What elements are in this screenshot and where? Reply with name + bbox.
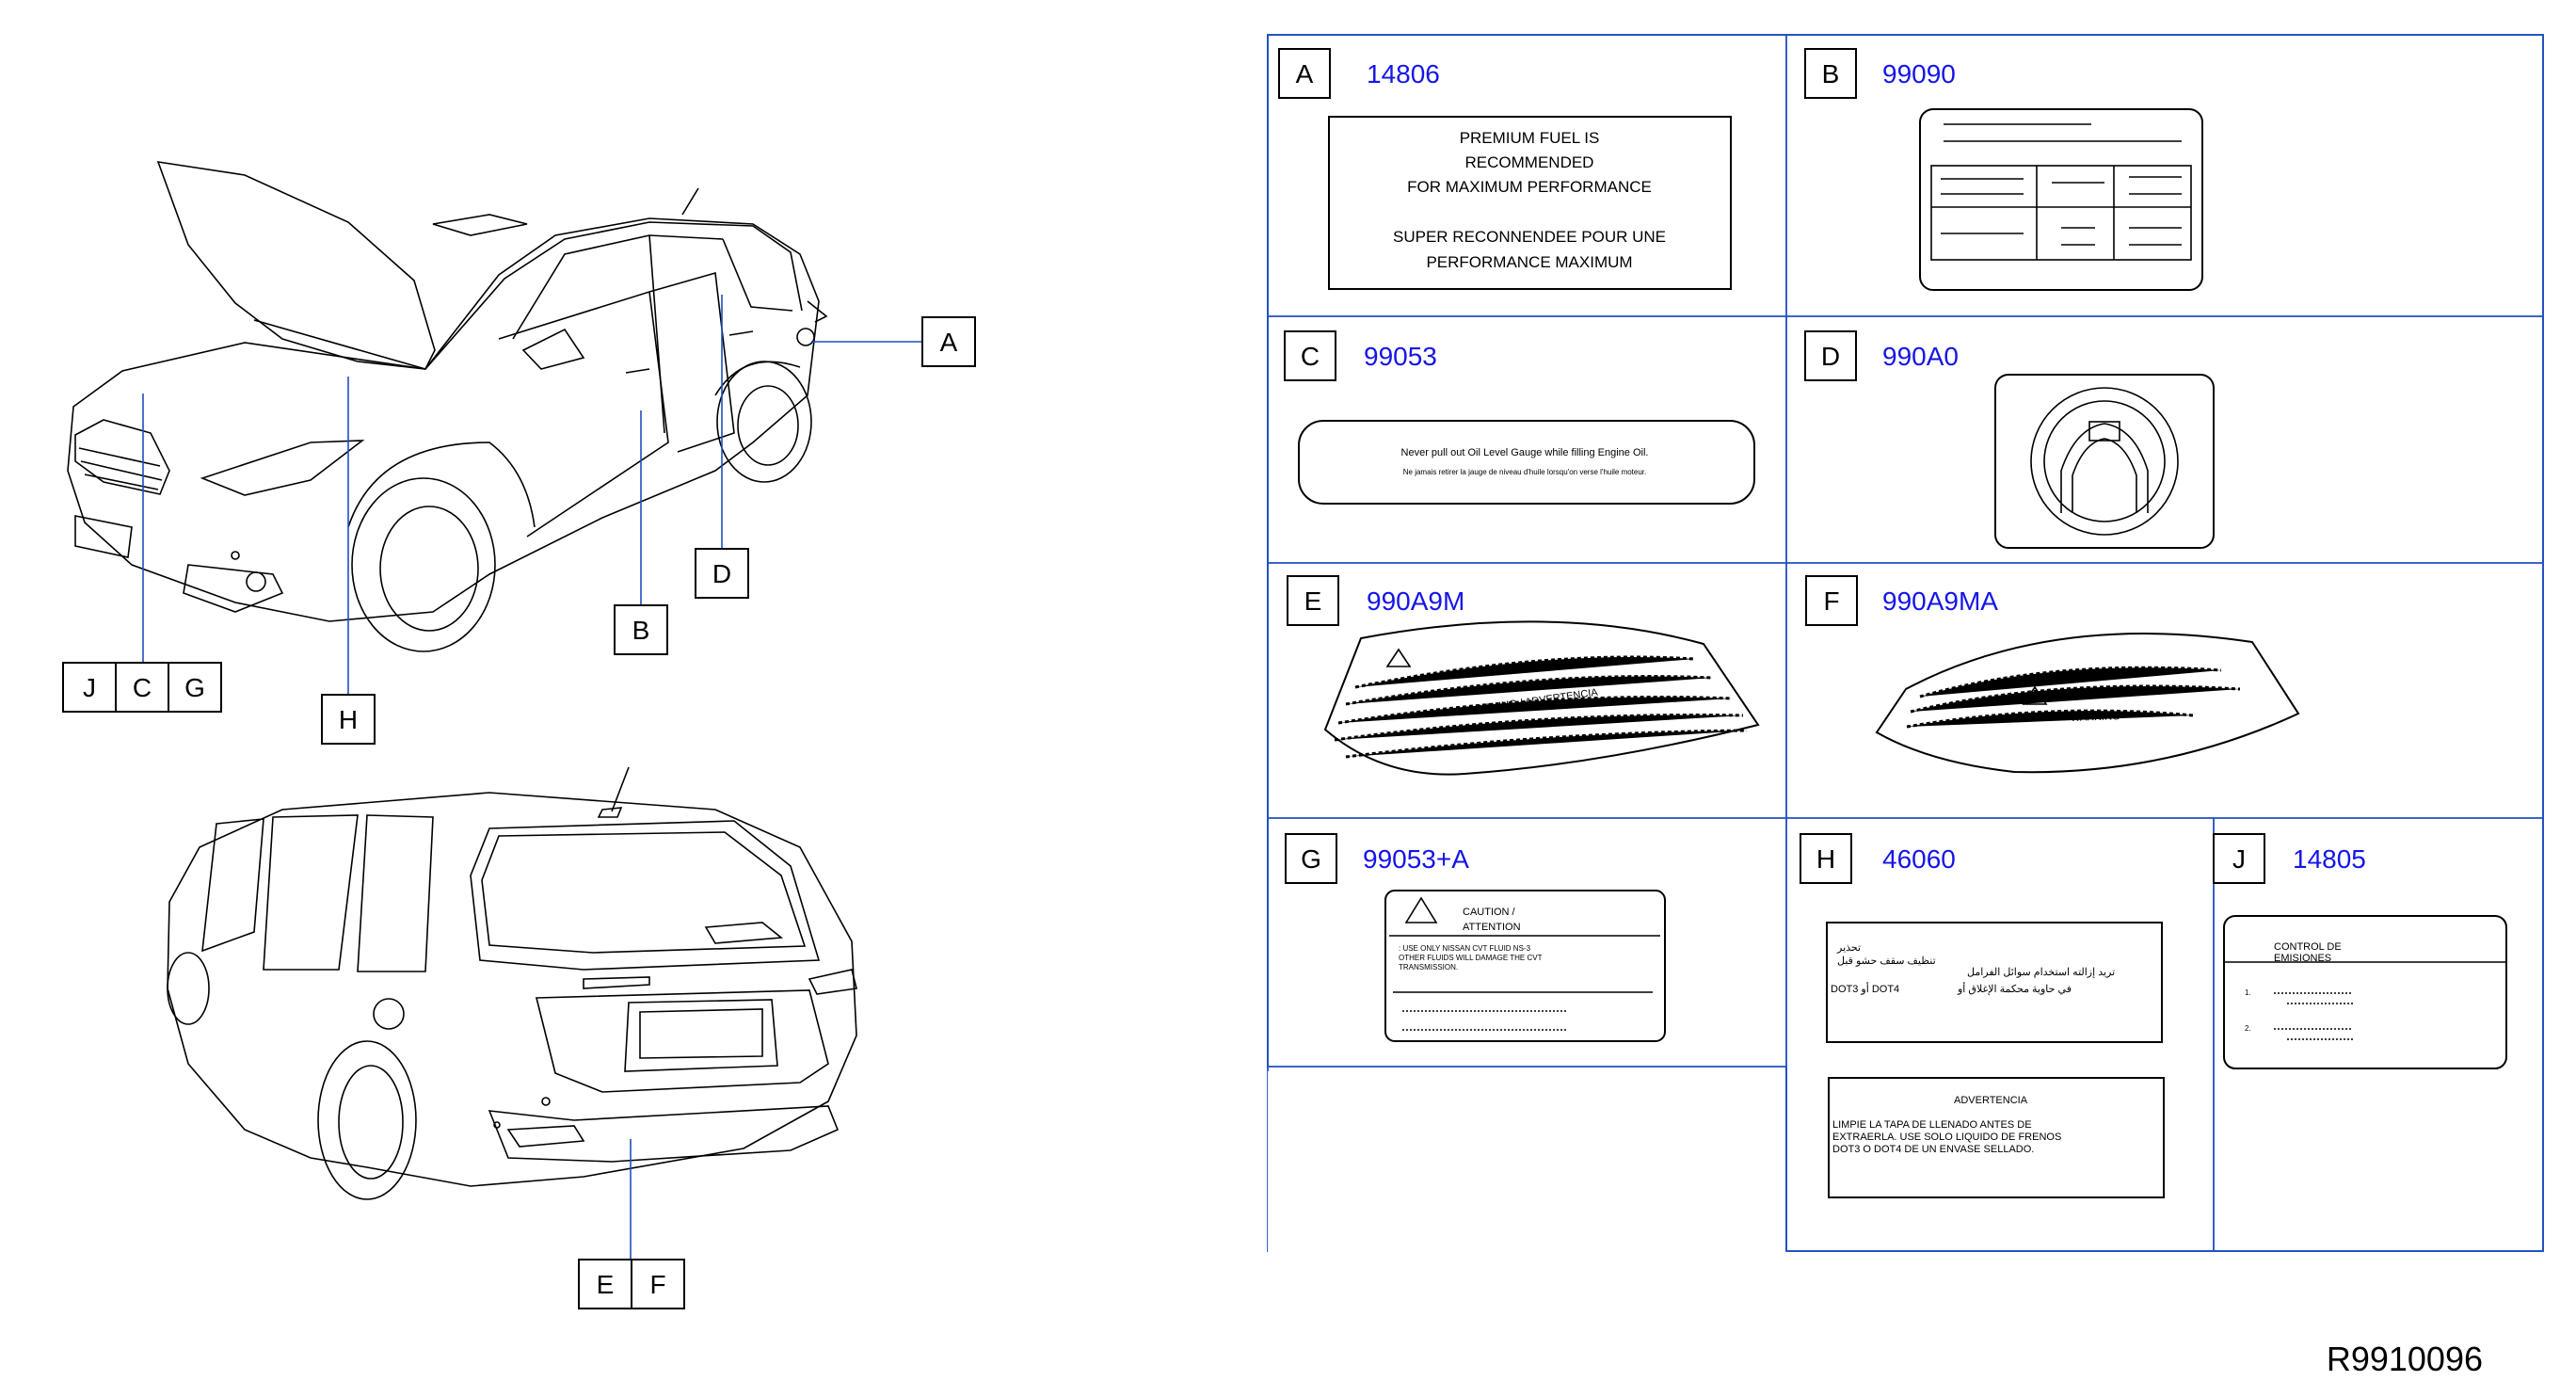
callout-j: J: [83, 673, 96, 702]
callout-e: E: [597, 1270, 615, 1299]
callout-b: B: [632, 616, 650, 645]
label-g-line-2: OTHER FLUIDS WILL DAMAGE THE CVT: [1399, 954, 1543, 962]
cell-a: A 14806 PREMIUM FUEL IS RECOMMENDED FOR …: [1278, 48, 1732, 290]
cell-c: C 99053 Never pull out Oil Level Gauge w…: [1284, 330, 1755, 505]
cell-a-letter: A: [1296, 59, 1314, 88]
cell-d-letter: D: [1821, 342, 1840, 371]
rear-vehicle-drawing: [167, 766, 857, 1200]
cell-e-part-number: 990A9M: [1367, 586, 1464, 616]
callout-c: C: [133, 673, 152, 702]
label-a-line-1: PREMIUM FUEL IS: [1460, 129, 1600, 147]
label-h-es-line-2: EXTRAERLA. USE SOLO LIQUIDO DE FRENOS: [1832, 1132, 2061, 1143]
label-h-ar-1: تحذير: [1836, 942, 1861, 954]
label-a-line-5: PERFORMANCE MAXIMUM: [1426, 253, 1632, 271]
label-j-line-1: CONTROL DE: [2274, 941, 2342, 953]
label-e-text-lines: [1334, 655, 1748, 759]
callouts: A B D H J C G E F: [62, 316, 976, 1309]
diagram-id: R9910096: [2327, 1340, 2483, 1378]
oil-cap-icon: [2030, 387, 2179, 536]
label-h-ar-4: في حاوية محكمة الإغلاق أو: [1957, 982, 2072, 995]
label-a-line-2: RECOMMENDED: [1465, 153, 1594, 171]
label-h-es-line-1: LIMPIE LA TAPA DE LLENADO ANTES DE: [1832, 1119, 2032, 1131]
cell-c-part-number: 99053: [1364, 342, 1437, 371]
label-a-line-4: SUPER RECONNENDEE POUR UNE: [1393, 228, 1666, 246]
label-b-table: [1919, 108, 2203, 291]
cell-j-letter: J: [2232, 844, 2246, 874]
cell-b: B 99090: [1804, 48, 2203, 291]
label-h-ar-2: تنظيف سقف حشو قبل: [1837, 955, 1936, 967]
cell-e: E 990A9M WARNING / ADVERTENCIA: [1287, 575, 1760, 776]
cell-a-part-number: 14806: [1367, 59, 1440, 88]
front-vehicle-drawing: [67, 161, 828, 652]
label-c-line-2: Ne jamais retirer la jauge de niveau d'h…: [1403, 468, 1647, 476]
cell-b-letter: B: [1822, 59, 1840, 88]
label-j-item-1: 1.: [2245, 988, 2251, 997]
cell-f-letter: F: [1823, 586, 1839, 616]
cell-g-letter: G: [1301, 844, 1321, 874]
label-a-line-3: FOR MAXIMUM PERFORMANCE: [1407, 178, 1652, 196]
cell-j: J 14805 CONTROL DE EMISIONES 1. 2.: [2213, 833, 2507, 1069]
label-h-ar-3: تريد إزالته استخدام سوائل الفرامل: [1967, 967, 2115, 978]
cell-g: G 99053+A CAUTION / ATTENTION : USE ONLY…: [1285, 833, 1666, 1042]
label-j-item-2: 2.: [2245, 1024, 2251, 1033]
leader-lines: [142, 295, 922, 1261]
cell-b-part-number: 99090: [1882, 59, 1956, 88]
cell-h-part-number: 46060: [1882, 844, 1956, 874]
cell-h: H 46060 تحذير تنظيف سقف حشو قبل تريد إزا…: [1800, 833, 2165, 1198]
warning-triangle-icon: [1404, 896, 1438, 923]
label-j-line-2: EMISIONES: [2274, 953, 2331, 964]
label-grid: [1267, 34, 2544, 1253]
callout-f: F: [649, 1270, 665, 1299]
callout-h: H: [339, 705, 358, 734]
label-h-es-head: ADVERTENCIA: [1954, 1095, 2028, 1106]
cell-g-part-number: 99053+A: [1363, 844, 1469, 874]
label-c-line-1: Never pull out Oil Level Gauge while fil…: [1401, 447, 1649, 458]
callout-a: A: [940, 328, 958, 357]
label-h-es-line-3: DOT3 O DOT4 DE UN ENVASE SELLADO.: [1832, 1144, 2034, 1155]
callout-d: D: [712, 559, 731, 588]
label-h-dot: DOT3 أو DOT4: [1831, 982, 1899, 995]
cell-j-part-number: 14805: [2293, 844, 2366, 874]
label-g-line-3: TRANSMISSION.: [1399, 963, 1458, 971]
cell-e-letter: E: [1304, 586, 1322, 616]
cell-d-part-number: 990A0: [1882, 342, 1959, 371]
callout-g: G: [184, 673, 205, 702]
label-g-head-1: CAUTION /: [1463, 907, 1516, 918]
label-g-line-1: : USE ONLY NISSAN CVT FLUID NS-3: [1399, 944, 1531, 953]
label-g-head-2: ATTENTION: [1463, 922, 1521, 933]
label-f-text-lines: [1906, 666, 2241, 729]
cell-f-part-number: 990A9MA: [1882, 586, 1998, 616]
cell-d: D 990A0: [1804, 330, 2215, 549]
cell-f: F 990A9MA WARNING: [1805, 575, 2300, 774]
cell-h-letter: H: [1816, 844, 1835, 874]
cell-c-letter: C: [1301, 342, 1320, 371]
